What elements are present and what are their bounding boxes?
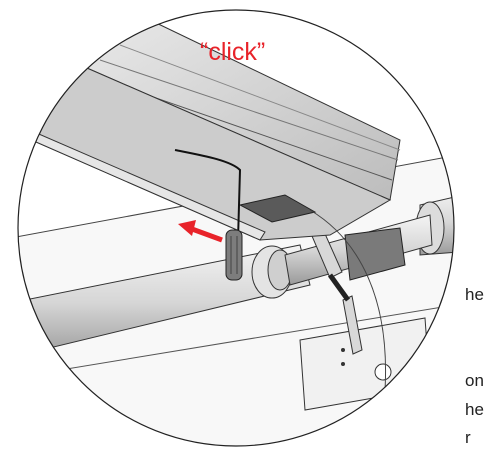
direction-arrow-icon — [178, 220, 223, 243]
linkage-rod — [327, 273, 351, 302]
rail-line — [99, 59, 399, 161]
bracket-block — [344, 227, 406, 281]
cable — [174, 149, 242, 241]
guide-cord — [309, 209, 387, 391]
illustration-content — [18, 19, 454, 446]
side-text-line-2: on — [465, 371, 484, 390]
side-text-line-4: r — [465, 428, 471, 447]
click-callout: “click” — [200, 38, 266, 66]
detail-circle — [17, 9, 455, 447]
plate-screw — [341, 362, 345, 366]
side-text-line-1: he — [465, 285, 484, 304]
plate-screw — [341, 348, 345, 352]
side-text-line-3: he — [465, 400, 484, 419]
frame-edge — [18, 299, 454, 381]
label-patch — [238, 194, 317, 223]
rail-line — [119, 44, 401, 151]
handle — [225, 229, 243, 281]
plate-hole — [374, 363, 392, 381]
